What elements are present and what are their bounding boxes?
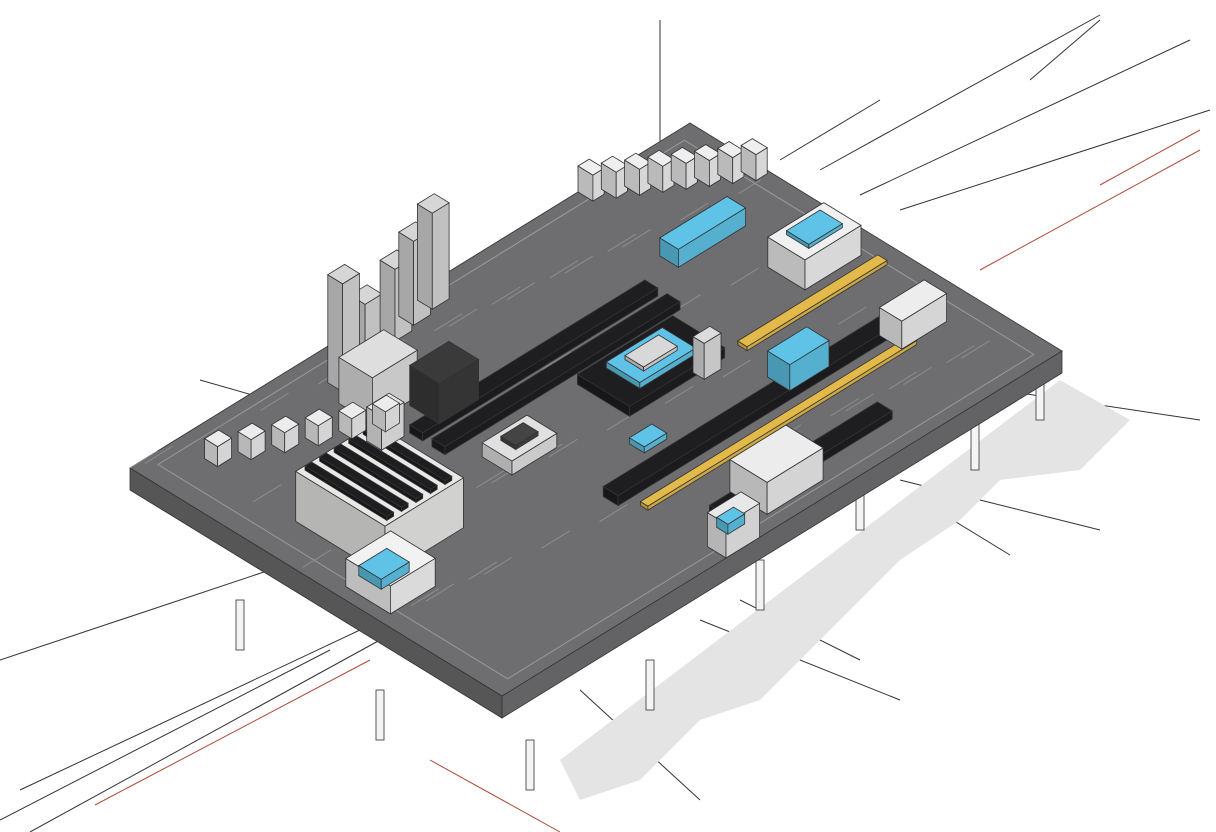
- vrm-module-window-top: [785, 209, 844, 245]
- board-leg: [525, 739, 535, 791]
- guide-line: [19, 629, 361, 791]
- blue-heatsink-top: [659, 196, 747, 250]
- board-trace: [541, 530, 570, 549]
- board-trace: [549, 438, 578, 457]
- board-trace: [737, 179, 761, 195]
- small-capacitor-top: [692, 325, 722, 344]
- corner-module-window-top: [715, 506, 746, 525]
- board-trace: [144, 445, 174, 464]
- board-trace: [302, 549, 332, 568]
- ram-slot-top: [431, 293, 681, 448]
- capacitor-tower-side-left: [398, 231, 415, 327]
- heatsink-fin-stripe-top: [304, 461, 395, 517]
- board-shadow: [560, 380, 1130, 800]
- guide-line: [429, 759, 561, 832]
- board-trace: [845, 393, 874, 412]
- chipset-die-top: [500, 422, 539, 446]
- board-trace: [903, 366, 932, 386]
- front-header-port-top: [203, 429, 233, 448]
- board-trace: [564, 255, 593, 274]
- board-trace: [664, 385, 694, 405]
- small-capacitor-side-left: [692, 335, 705, 381]
- capacitor-tower-top: [416, 193, 450, 214]
- guide-line: [779, 99, 881, 161]
- heatsink-fin-stripe-top: [318, 452, 409, 508]
- io-port-window-top: [358, 547, 410, 580]
- board-trace: [888, 371, 917, 390]
- slot-yellow-top: [737, 254, 888, 348]
- blue-module-top: [766, 326, 830, 366]
- front-header-port-top: [270, 415, 300, 434]
- board-trace: [549, 260, 579, 279]
- guide-line: [819, 14, 1101, 171]
- board-trace: [946, 345, 975, 364]
- board-trace: [202, 419, 232, 438]
- front-header-port-top: [237, 422, 266, 441]
- capacitor-tower-top: [327, 263, 361, 285]
- guide-line: [899, 109, 1211, 211]
- right-edge-module-top: [878, 279, 948, 322]
- heatsink-fin-stripe-top: [333, 443, 424, 499]
- board-leg: [375, 689, 385, 741]
- board-trace: [260, 392, 289, 411]
- board-trace: [830, 398, 860, 417]
- front-header-port-top: [371, 394, 401, 413]
- inductor-block-top: [408, 340, 480, 385]
- board-trace: [599, 504, 628, 523]
- board-trace: [838, 306, 867, 325]
- board-trace: [468, 561, 498, 580]
- board-trace: [483, 557, 512, 576]
- board-trace: [448, 308, 478, 327]
- guide-line: [0, 559, 301, 661]
- board-trace: [541, 351, 571, 370]
- board-trace: [506, 282, 536, 301]
- board-trace: [410, 588, 440, 607]
- board-trace: [680, 202, 709, 221]
- board-trace: [425, 583, 455, 602]
- board-leg: [645, 659, 655, 711]
- guide-line: [1099, 129, 1201, 186]
- guide-line: [94, 659, 371, 806]
- capacitor-tower-side-left: [416, 203, 433, 310]
- board-trace: [129, 450, 159, 469]
- board-trace: [252, 484, 282, 503]
- board-trace: [622, 229, 651, 248]
- board-leg: [235, 599, 245, 651]
- small-chip-top: [628, 423, 668, 448]
- guide-line: [29, 639, 381, 832]
- cpu-lid-top: [624, 334, 678, 368]
- front-header-port-top: [304, 408, 334, 427]
- pcie-slot-yellow-top: [639, 335, 918, 507]
- board-trace: [961, 340, 990, 359]
- power-stage-block-top: [338, 329, 418, 379]
- guide-line: [859, 39, 1191, 196]
- board-trace: [607, 233, 636, 252]
- board-leg: [755, 559, 765, 611]
- front-header-port-top: [338, 401, 367, 420]
- board-trace: [730, 267, 759, 286]
- board-trace: [476, 470, 505, 489]
- guide-line: [979, 149, 1201, 271]
- guide-line: [0, 649, 331, 821]
- rear-io-port-top: [740, 138, 768, 156]
- board-trace: [433, 313, 463, 332]
- guide-line: [1029, 19, 1101, 81]
- board-trace: [722, 359, 752, 378]
- capacitor-tower-side-left: [379, 259, 396, 343]
- drive-bay-top: [729, 424, 824, 483]
- board-trace: [491, 286, 521, 305]
- capacitor-tower-side-front: [431, 202, 450, 310]
- board-pcb-top: [129, 122, 1063, 697]
